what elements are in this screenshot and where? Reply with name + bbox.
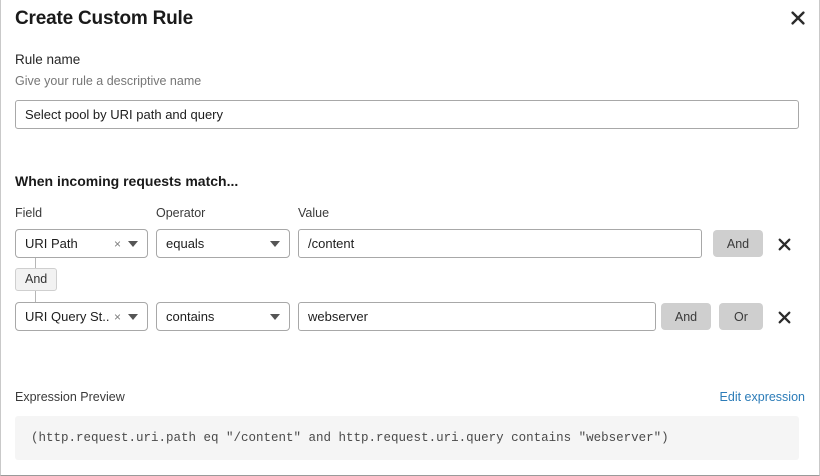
and-button-row-2[interactable]: And (661, 303, 711, 330)
group-connector-and-chip[interactable]: And (15, 268, 58, 291)
or-button-row-2[interactable]: Or (719, 303, 763, 330)
expression-preview-box: (http.request.uri.path eq "/content" and… (15, 416, 799, 460)
column-header-value: Value (298, 206, 330, 220)
operator-select-row-2-label: contains (166, 309, 215, 324)
rule-name-help-text: Give your rule a descriptive name (15, 74, 202, 88)
rule-name-input[interactable] (15, 100, 799, 129)
expression-preview-label: Expression Preview (15, 390, 125, 404)
connector-line-bottom (35, 291, 36, 302)
close-icon (778, 238, 791, 251)
value-input-row-2[interactable] (298, 302, 656, 331)
and-button-row-1[interactable]: And (713, 230, 763, 257)
match-section-heading: When incoming requests match... (15, 173, 239, 189)
operator-select-row-2[interactable]: contains (156, 302, 290, 331)
operator-select-row-1-label: equals (166, 236, 205, 251)
clear-x-icon[interactable]: × (113, 309, 121, 324)
edit-expression-link[interactable]: Edit expression (719, 390, 805, 404)
chevron-down-icon[interactable] (126, 240, 147, 247)
value-input-row-1[interactable] (298, 229, 702, 258)
operator-select-row-1[interactable]: equals (156, 229, 290, 258)
field-select-row-2-label: URI Query St... (25, 309, 109, 324)
column-header-field: Field (15, 206, 43, 220)
close-modal-button[interactable] (785, 6, 811, 30)
chevron-down-icon[interactable] (268, 240, 289, 247)
delete-condition-button-row-1[interactable] (773, 233, 795, 255)
field-select-row-1-label: URI Path (25, 236, 78, 251)
field-select-row-1[interactable]: URI Path × (15, 229, 148, 258)
clear-x-icon[interactable]: × (113, 236, 121, 251)
close-icon (778, 311, 791, 324)
chevron-down-icon[interactable] (126, 313, 147, 320)
column-header-operator: Operator (156, 206, 206, 220)
rule-name-label: Rule name (15, 52, 81, 67)
field-select-row-2[interactable]: URI Query St... × (15, 302, 148, 331)
chevron-down-icon[interactable] (268, 313, 289, 320)
close-icon (791, 11, 805, 25)
connector-line-top (35, 258, 36, 269)
page-title: Create Custom Rule (15, 8, 193, 29)
delete-condition-button-row-2[interactable] (773, 306, 795, 328)
expression-preview-text: (http.request.uri.path eq "/content" and… (31, 431, 669, 445)
